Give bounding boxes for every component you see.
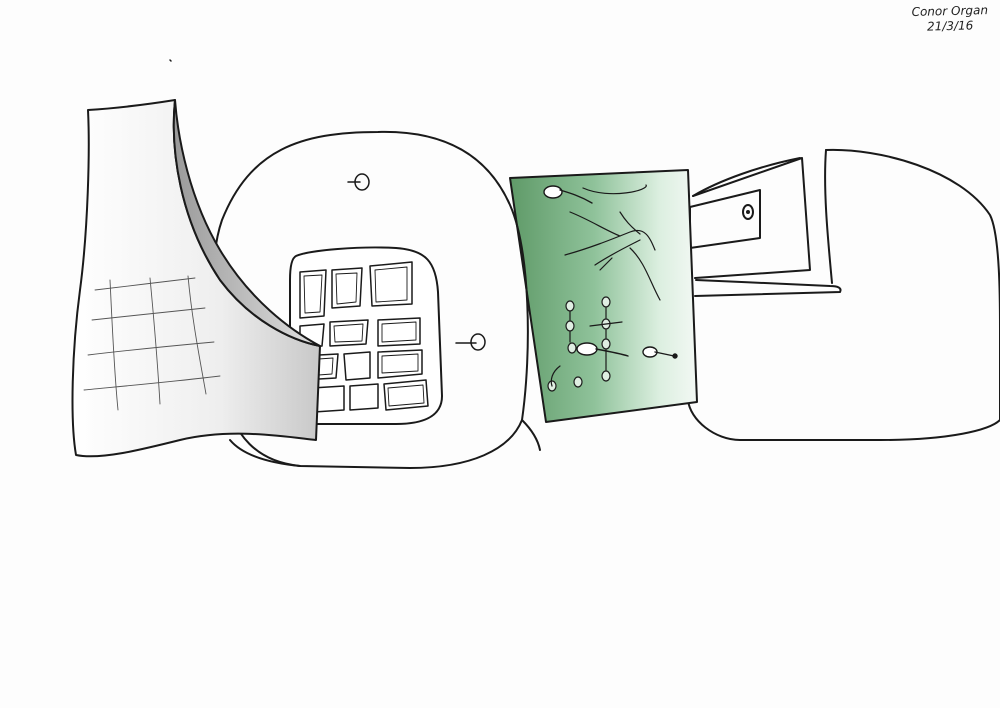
screw-top-icon bbox=[348, 174, 369, 190]
signature-author: Conor Organ bbox=[905, 3, 995, 20]
connector-port bbox=[690, 158, 841, 296]
stray-mark bbox=[170, 60, 171, 61]
curling-paper-sheet bbox=[73, 100, 320, 456]
circuit-board bbox=[510, 170, 697, 422]
signature-date: 21/3/16 bbox=[905, 18, 995, 35]
artist-signature: Conor Organ 21/3/16 bbox=[905, 3, 996, 35]
screw-mid-icon bbox=[456, 334, 485, 350]
